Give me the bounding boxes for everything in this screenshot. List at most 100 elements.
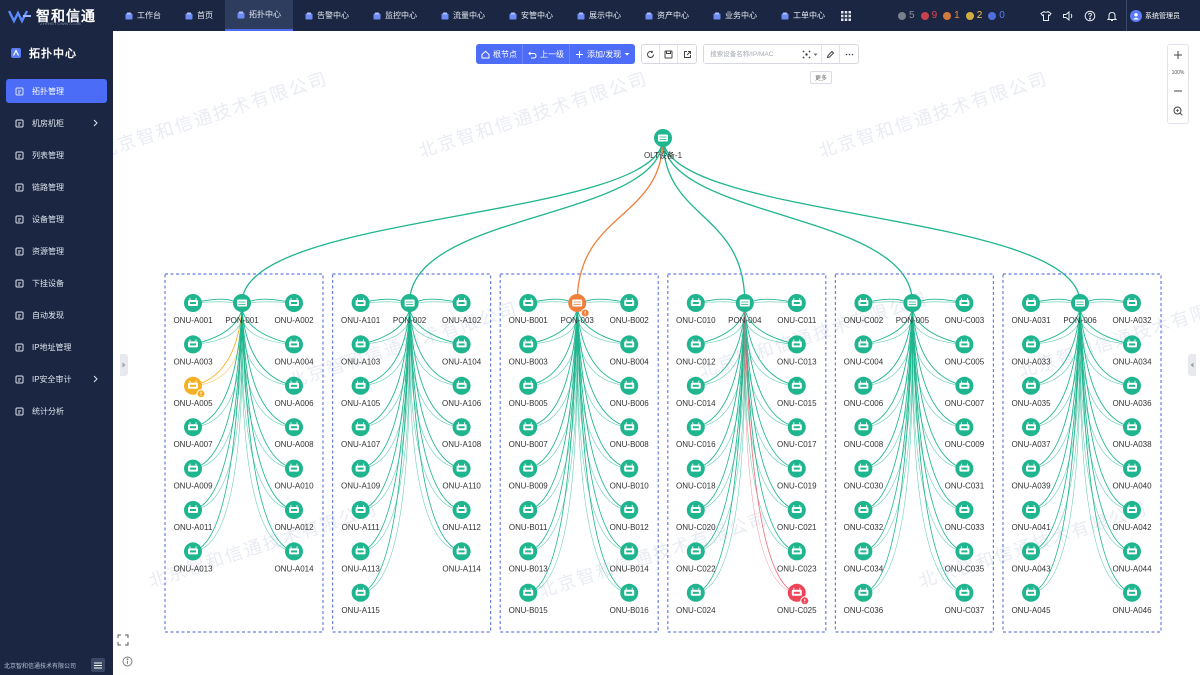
uplink-line[interactable]	[408, 137, 664, 304]
onu-node[interactable]	[519, 418, 538, 437]
downlink-line[interactable]	[576, 308, 630, 470]
onu-node[interactable]	[955, 294, 974, 312]
downlink-line[interactable]	[192, 308, 243, 470]
uplink-line[interactable]	[576, 137, 664, 304]
sidebar-item-4[interactable]: 设备管理	[6, 207, 107, 231]
onu-node[interactable]	[1123, 542, 1141, 561]
downlink-line[interactable]	[1030, 308, 1081, 511]
refresh-button[interactable]	[642, 45, 661, 63]
onu-node[interactable]	[854, 294, 873, 312]
alarm-count-3[interactable]: 2	[965, 10, 982, 21]
onu-node[interactable]	[686, 418, 705, 437]
onu-node[interactable]	[686, 501, 705, 519]
onu-node[interactable]	[1022, 418, 1040, 437]
downlink-line[interactable]	[528, 308, 578, 428]
downlink-line[interactable]	[576, 308, 630, 387]
downlink-line[interactable]	[695, 308, 746, 511]
onu-node[interactable]	[519, 501, 538, 519]
downlink-line[interactable]	[241, 308, 295, 511]
onu-node[interactable]	[1022, 501, 1040, 519]
downlink-line[interactable]	[744, 308, 797, 552]
onu-node[interactable]	[519, 376, 538, 395]
downlink-line[interactable]	[528, 308, 578, 345]
downlink-line[interactable]	[409, 308, 462, 387]
alarm-count-4[interactable]: 0	[988, 10, 1005, 21]
onu-node[interactable]	[285, 459, 303, 478]
downlink-line[interactable]	[528, 308, 578, 387]
onu-node[interactable]	[955, 418, 974, 437]
pon-node[interactable]	[735, 294, 754, 312]
downlink-line[interactable]	[863, 308, 913, 428]
onu-node[interactable]	[1123, 583, 1141, 602]
downlink-line[interactable]	[192, 308, 243, 511]
downlink-line[interactable]	[409, 308, 462, 511]
downlink-line[interactable]	[695, 308, 746, 345]
onu-node[interactable]	[854, 501, 873, 519]
downlink-line[interactable]	[911, 308, 965, 552]
downlink-line[interactable]	[863, 308, 913, 511]
onu-node[interactable]	[351, 583, 370, 602]
downlink-line[interactable]	[576, 308, 630, 552]
topology-canvas[interactable]: 北京智和信通技术有限公司北京智和信通技术有限公司北京智和信通技术有限公司北京智和…	[113, 31, 1200, 675]
onu-node[interactable]	[184, 376, 202, 395]
onu-node[interactable]	[955, 501, 974, 519]
onu-node[interactable]	[955, 583, 974, 602]
device-search-input[interactable]	[704, 45, 799, 63]
onu-node[interactable]	[351, 376, 370, 395]
onu-node[interactable]	[519, 459, 538, 478]
downlink-line[interactable]	[911, 308, 965, 428]
downlink-line[interactable]	[241, 308, 295, 552]
downlink-line[interactable]	[360, 308, 411, 387]
downlink-line[interactable]	[241, 308, 295, 428]
downlink-line[interactable]	[744, 308, 797, 345]
topology-graph[interactable]: ONU-A001ONU-A003ONU-A005ONU-A007ONU-A009…	[113, 31, 1200, 675]
downlink-line[interactable]	[695, 308, 746, 387]
more-button[interactable]	[840, 45, 858, 63]
onu-node[interactable]	[1022, 335, 1040, 354]
downlink-line[interactable]	[409, 308, 462, 345]
onu-node[interactable]	[285, 335, 303, 354]
alarm-count-0[interactable]: 5	[898, 10, 915, 21]
onu-node[interactable]	[955, 376, 974, 395]
onu-node[interactable]	[1123, 335, 1141, 354]
onu-node[interactable]	[184, 418, 202, 437]
downlink-line[interactable]	[409, 308, 462, 428]
onu-node[interactable]	[686, 294, 705, 312]
downlink-line[interactable]	[241, 308, 295, 387]
downlink-line[interactable]	[528, 308, 578, 511]
downlink-line[interactable]	[911, 308, 965, 470]
onu-node[interactable]	[351, 335, 370, 354]
onu-node[interactable]	[620, 583, 639, 602]
tab-0[interactable]: 工作台	[113, 0, 173, 31]
downlink-line[interactable]	[863, 308, 913, 594]
volume-icon[interactable]	[1062, 10, 1074, 22]
onu-node[interactable]	[1123, 418, 1141, 437]
onu-node[interactable]	[452, 459, 471, 478]
onu-node[interactable]	[184, 542, 202, 561]
downlink-line[interactable]	[1079, 308, 1133, 345]
downlink-line[interactable]	[528, 308, 578, 470]
onu-node[interactable]	[787, 459, 806, 478]
alarm-count-2[interactable]: 1	[943, 10, 960, 21]
tab-7[interactable]: 展示中心	[565, 0, 633, 31]
zoom-fit-button[interactable]	[1168, 101, 1188, 121]
onu-node[interactable]	[787, 583, 806, 602]
tab-9[interactable]: 业务中心	[701, 0, 769, 31]
onu-node[interactable]	[1022, 583, 1040, 602]
onu-node[interactable]	[787, 418, 806, 437]
onu-node[interactable]	[686, 542, 705, 561]
onu-node[interactable]	[787, 542, 806, 561]
zoom-in-button[interactable]	[1168, 45, 1188, 65]
downlink-line[interactable]	[863, 308, 913, 387]
back-button[interactable]: 上一级	[523, 44, 570, 64]
downlink-line[interactable]	[1079, 308, 1133, 552]
onu-node[interactable]	[452, 542, 471, 561]
sidebar-item-9[interactable]: IP安全审计	[6, 367, 107, 391]
onu-node[interactable]	[686, 583, 705, 602]
theme-shirt-icon[interactable]	[1040, 10, 1052, 22]
downlink-line[interactable]	[1079, 308, 1133, 428]
onu-node[interactable]	[787, 294, 806, 312]
tab-6[interactable]: 安管中心	[497, 0, 565, 31]
onu-node[interactable]	[787, 376, 806, 395]
uplink-line[interactable]	[662, 137, 1081, 304]
